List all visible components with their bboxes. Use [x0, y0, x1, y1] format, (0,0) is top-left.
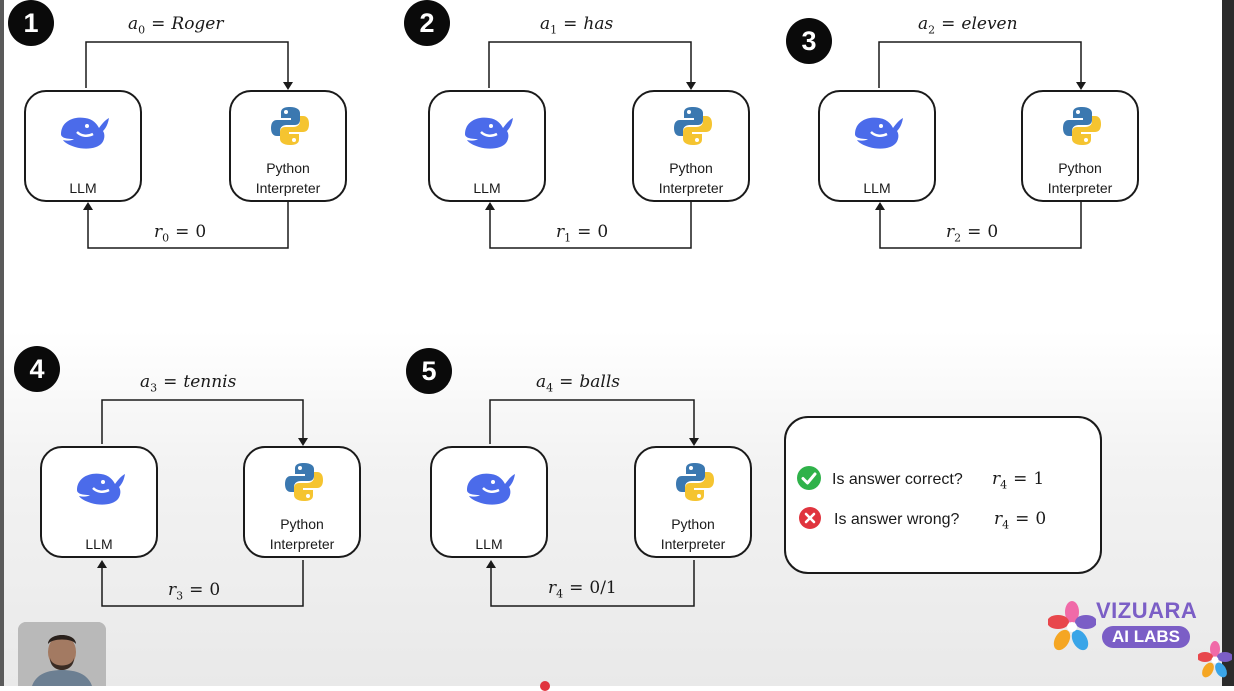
- python-label-line1: Python: [671, 516, 715, 532]
- deepseek-whale-icon: [461, 112, 517, 152]
- correct-reward: r4=1: [992, 468, 1045, 492]
- left-window-edge: [0, 0, 4, 686]
- correct-row: Is answer correct? r4=1: [796, 465, 1045, 496]
- python-label-line1: Python: [1058, 160, 1102, 176]
- python-label-line2: Interpreter: [269, 536, 335, 552]
- step-panel-4: 4 a3=tennis r3=0 LLM Pytho: [14, 346, 374, 607]
- deepseek-whale-icon: [851, 112, 907, 152]
- reward-label: r4=0/1: [548, 578, 617, 601]
- wrong-reward: r4=0: [994, 508, 1047, 532]
- logo-title: VIZUARA: [1096, 598, 1198, 623]
- check-icon: [796, 465, 822, 496]
- step-badge: 2: [404, 0, 450, 46]
- python-interpreter-box: Python Interpreter: [634, 446, 752, 558]
- llm-box: LLM: [24, 90, 142, 202]
- step-badge: 4: [14, 346, 60, 392]
- action-label: a1=has: [540, 14, 614, 37]
- python-label-line1: Python: [280, 516, 324, 532]
- python-label-line2: Interpreter: [660, 536, 726, 552]
- vizuara-logo: VIZUARA AI LABS: [1048, 598, 1218, 658]
- action-label: a3=tennis: [140, 372, 237, 395]
- reward-label: r1=0: [556, 222, 609, 245]
- step-badge: 3: [786, 18, 832, 64]
- python-icon: [671, 104, 715, 148]
- llm-label: LLM: [85, 536, 113, 552]
- step-panel-3: 3 a2=eleven r2=0 LLM Pytho: [786, 14, 1146, 278]
- cross-icon: [798, 506, 822, 535]
- python-icon: [282, 460, 326, 504]
- llm-label: LLM: [863, 180, 891, 196]
- reward-label: r2=0: [946, 222, 999, 245]
- flow-arrows: [875, 41, 1086, 249]
- wrong-row: Is answer wrong? r4=0: [796, 506, 1046, 534]
- flower-logo-icon: [1048, 601, 1096, 651]
- step-panel-5: 5 a4=balls r4=0/1 LLM Pyth: [406, 348, 766, 608]
- corner-flower-icon: [1198, 641, 1232, 678]
- python-interpreter-box: Python Interpreter: [229, 90, 347, 202]
- python-interpreter-box: Python Interpreter: [632, 90, 750, 202]
- action-label: a2=eleven: [918, 14, 1018, 37]
- playback-marker: [540, 681, 550, 691]
- correct-question: Is answer correct?: [832, 471, 963, 488]
- python-icon: [268, 104, 312, 148]
- reward-label: r0=0: [154, 222, 207, 245]
- deepseek-whale-icon: [57, 112, 113, 152]
- action-label: a0=Roger: [128, 14, 224, 37]
- python-icon: [1060, 104, 1104, 148]
- python-interpreter-box: Python Interpreter: [243, 446, 361, 558]
- presenter-silhouette: [18, 622, 106, 686]
- llm-box: LLM: [430, 446, 548, 558]
- step-panel-1: 1 a0=Roger r0=0 LLM Python: [8, 0, 368, 260]
- wrong-question: Is answer wrong?: [834, 511, 960, 528]
- python-label-line2: Interpreter: [658, 180, 724, 196]
- python-label-line2: Interpreter: [255, 180, 321, 196]
- python-label-line2: Interpreter: [1047, 180, 1113, 196]
- step-badge: 5: [406, 348, 452, 394]
- right-window-edge: [1222, 0, 1234, 686]
- llm-box: LLM: [428, 90, 546, 202]
- reward-label: r3=0: [168, 580, 221, 603]
- deepseek-whale-icon: [463, 468, 519, 508]
- python-interpreter-box: Python Interpreter: [1021, 90, 1139, 202]
- flow-arrows: [486, 399, 699, 607]
- llm-label: LLM: [473, 180, 501, 196]
- llm-box: LLM: [818, 90, 936, 202]
- logo-subtitle: AI LABS: [1102, 626, 1190, 648]
- result-box: Is answer correct? r4=1 Is answer wrong?…: [784, 416, 1102, 574]
- llm-label: LLM: [475, 536, 503, 552]
- flow-arrows: [485, 41, 696, 249]
- python-label-line1: Python: [266, 160, 310, 176]
- python-icon: [673, 460, 717, 504]
- action-label: a4=balls: [536, 372, 621, 395]
- llm-label: LLM: [69, 180, 97, 196]
- step-panel-2: 2 a1=has r1=0 LLM Python: [404, 0, 764, 260]
- step-badge: 1: [8, 0, 54, 46]
- deepseek-whale-icon: [73, 468, 129, 508]
- python-label-line1: Python: [669, 160, 713, 176]
- flow-arrows: [83, 41, 293, 249]
- llm-box: LLM: [40, 446, 158, 558]
- presenter-webcam: [18, 622, 106, 686]
- flow-arrows: [97, 399, 308, 607]
